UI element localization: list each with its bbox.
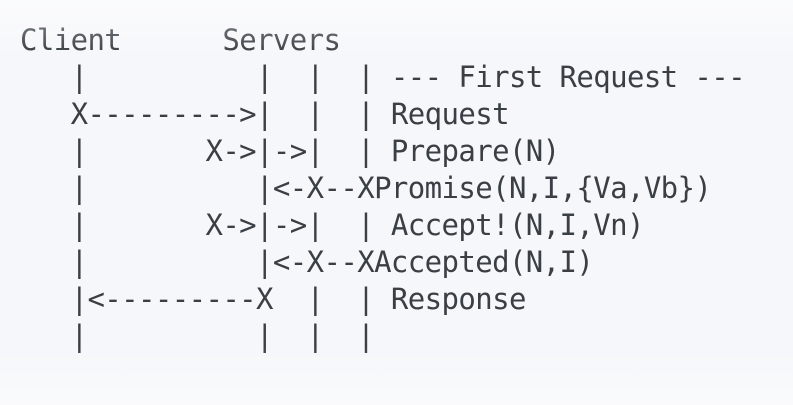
message-row-request: X--------->| | | Request [20,96,745,133]
message-label-response: Response [390,282,526,316]
lifeline-row-footer: | | | | [20,318,745,355]
arrow-art-promise: | |<-X--X [20,171,375,205]
arrow-art-prepare: | X->|->| | [20,134,391,168]
participant-label-client: Client [20,23,122,57]
lifeline-art-footer: | | | | [20,319,391,353]
header-gap [121,23,222,57]
arrow-art-accepted: | |<-X--X [20,245,375,279]
arrow-art-response: |<---------X | | [20,282,391,316]
ascii-art-canvas: Client Servers | | | | --- First Request… [20,22,746,355]
arrow-art-request: X--------->| | | [20,97,391,131]
participant-label-servers: Servers [222,23,341,57]
message-row-promise: | |<-X--XPromise(N,I,{Va,Vb}) [20,170,745,207]
message-row-accept: | X->|->| | Accept!(N,I,Vn) [20,207,745,244]
lifeline-art-section-header: | | | | [20,60,391,94]
message-row-response: |<---------X | | Response [20,281,745,318]
message-label-promise: Promise(N,I,{Va,Vb}) [374,171,712,205]
message-row-accepted: | |<-X--XAccepted(N,I) [20,244,745,281]
message-label-prepare: Prepare(N) [390,134,560,168]
participants-header-row: Client Servers [20,22,745,59]
message-label-request: Request [390,97,510,131]
section-divider-label: --- First Request --- [390,60,746,94]
message-row-prepare: | X->|->| | Prepare(N) [20,133,745,170]
message-label-accept: Accept!(N,I,Vn) [390,208,645,242]
message-label-accepted: Accepted(N,I) [374,245,594,279]
lifeline-row-section-header: | | | | --- First Request --- [20,59,746,96]
arrow-art-accept: | X->|->| | [20,208,391,242]
